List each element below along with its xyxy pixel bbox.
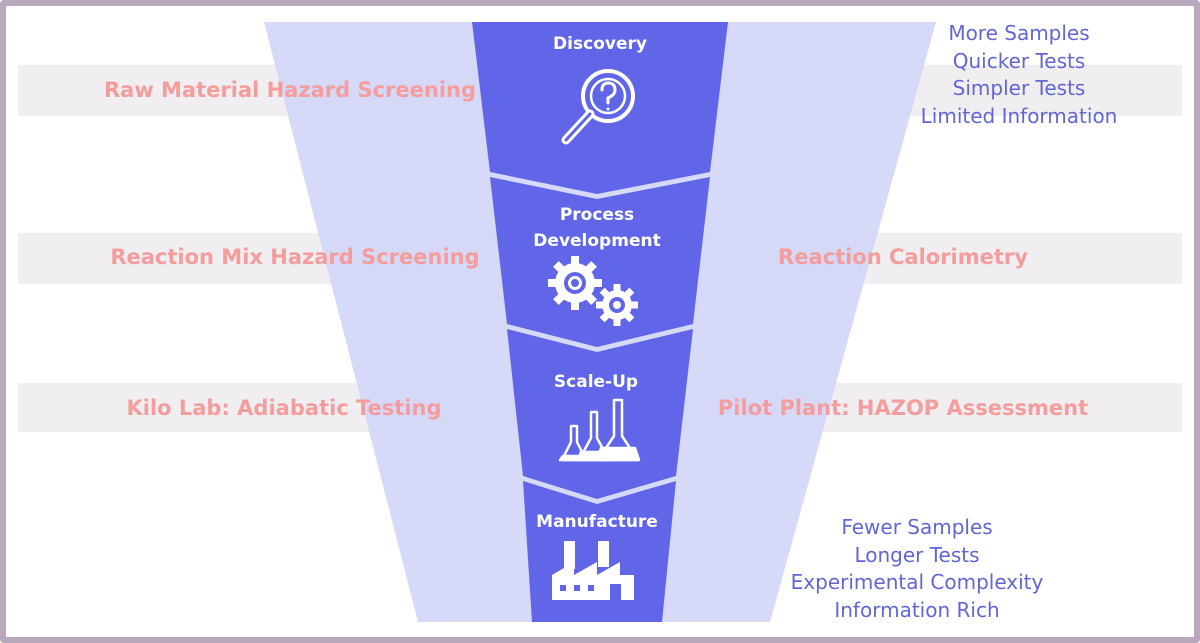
- flasks-icon: [558, 398, 641, 462]
- band-label-reaction-mix: Reaction Mix Hazard Screening: [110, 245, 480, 269]
- top-note: More Samples: [948, 21, 1090, 45]
- stage-label-discovery: Discovery: [553, 34, 647, 54]
- magnifier-question-icon: [561, 69, 635, 145]
- band-label-raw-material: Raw Material Hazard Screening: [103, 78, 477, 102]
- stage-label-process-development: Process Development: [533, 202, 660, 254]
- bottom-note: Fewer Samples: [841, 515, 993, 539]
- factory-icon: [552, 541, 634, 600]
- stage-label-process-line2: Development: [533, 231, 661, 251]
- bottom-note: Information Rich: [834, 597, 1000, 622]
- gears-icon: [548, 256, 638, 326]
- stage-scale-up-segment: [507, 329, 693, 499]
- stage-discovery-segment: [472, 22, 728, 194]
- stage-label-scale-up: Scale-Up: [553, 372, 639, 392]
- top-note: Quicker Tests: [952, 48, 1086, 73]
- bottom-note: Longer Tests: [854, 542, 980, 567]
- top-notes: More Samples Quicker Tests Simpler Tests…: [921, 20, 1118, 130]
- bottom-note: Experimental Complexity: [790, 570, 1044, 594]
- top-note: Limited Information: [920, 103, 1118, 128]
- band-label-reaction-calorimetry: Reaction Calorimetry: [778, 245, 1028, 269]
- stage-label-manufacture: Manufacture: [536, 512, 658, 532]
- stage-process-development-segment: [490, 177, 710, 347]
- band-label-kilo-lab: Kilo Lab: Adiabatic Testing: [126, 396, 442, 420]
- top-note: Simpler Tests: [952, 76, 1086, 100]
- bottom-notes: Fewer Samples Longer Tests Experimental …: [791, 514, 1044, 624]
- stage-label-process-line1: Process: [559, 205, 635, 225]
- band-label-pilot-plant: Pilot Plant: HAZOP Assessment: [717, 396, 1089, 420]
